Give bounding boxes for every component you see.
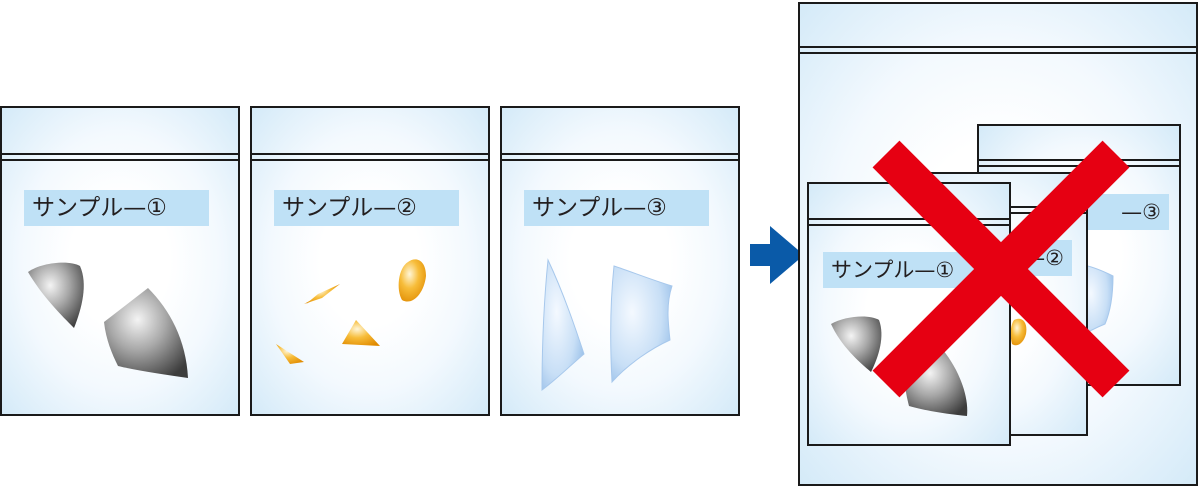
gray-fragments-icon — [831, 316, 968, 416]
right-arrow-icon — [750, 226, 804, 284]
zipper-seal — [2, 153, 238, 161]
sample-bag-3: サンプル—③ — [500, 106, 740, 416]
zipper-seal — [809, 218, 1009, 226]
orange-fragments-icon — [276, 259, 426, 364]
cross-mark-icon — [872, 140, 1130, 398]
clear-blue-fragments-icon — [541, 258, 673, 392]
zipper-seal — [252, 153, 488, 161]
combined-label-1: サンプル—① — [823, 252, 983, 288]
sample-label-3: サンプル—③ — [524, 190, 709, 226]
zipper-seal — [502, 153, 738, 161]
sample-label-2: サンプル—② — [274, 190, 459, 226]
zipper-seal — [800, 46, 1196, 54]
sample-label-1: サンプル—① — [24, 190, 209, 226]
gray-fragments-icon — [28, 262, 188, 378]
sample-bag-1: サンプル—① — [0, 106, 240, 416]
orange-fragments-icon — [1010, 318, 1027, 346]
sample-bag-2: サンプル—② — [250, 106, 490, 416]
